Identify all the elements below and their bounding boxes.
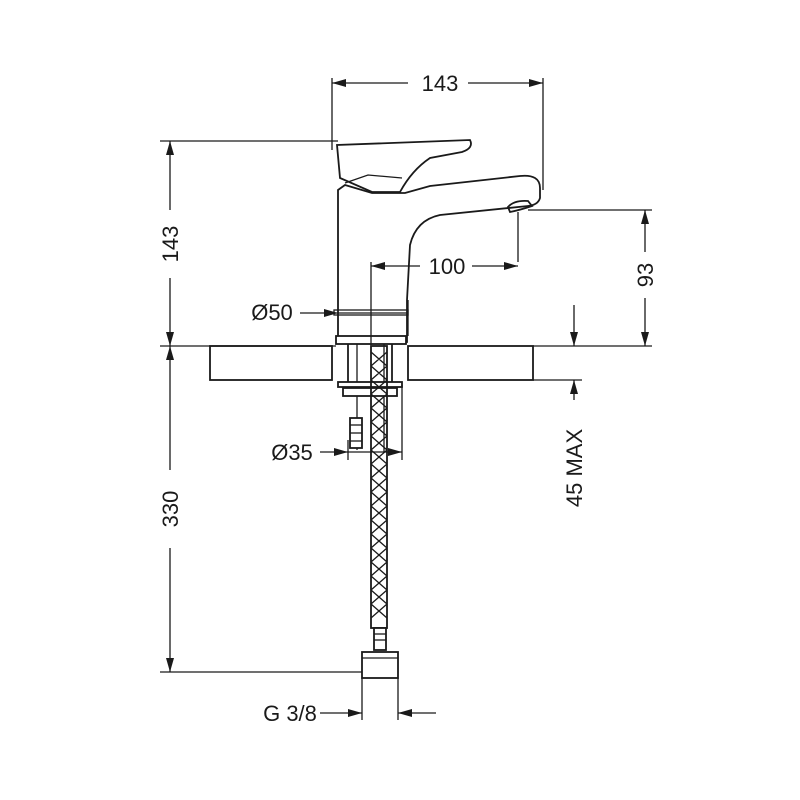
thread-label: G 3/8 bbox=[263, 701, 317, 726]
dimension-hole-diameter: Ø35 bbox=[271, 385, 403, 465]
dimension-reach: 100 bbox=[370, 212, 519, 345]
base-diameter-label: Ø50 bbox=[251, 300, 293, 325]
dimension-width: 143 bbox=[331, 71, 544, 190]
dimension-height: 143 bbox=[158, 140, 338, 347]
width-label: 143 bbox=[422, 71, 459, 96]
spout-height-label: 93 bbox=[633, 263, 658, 287]
mounting-assembly bbox=[337, 344, 403, 679]
reach-label: 100 bbox=[429, 254, 466, 279]
dimension-spout-height: 93 bbox=[528, 209, 658, 347]
hose-length-label: 330 bbox=[158, 491, 183, 528]
hole-diameter-label: Ø35 bbox=[271, 440, 313, 465]
deck-thickness-label: 45 MAX bbox=[562, 429, 587, 508]
dimension-hose-length: 330 bbox=[158, 346, 362, 673]
dimension-base-diameter: Ø50 bbox=[251, 300, 409, 336]
dimension-deck-thickness: 45 MAX bbox=[533, 305, 587, 507]
height-label: 143 bbox=[158, 226, 183, 263]
dimension-thread: G 3/8 bbox=[263, 678, 436, 726]
